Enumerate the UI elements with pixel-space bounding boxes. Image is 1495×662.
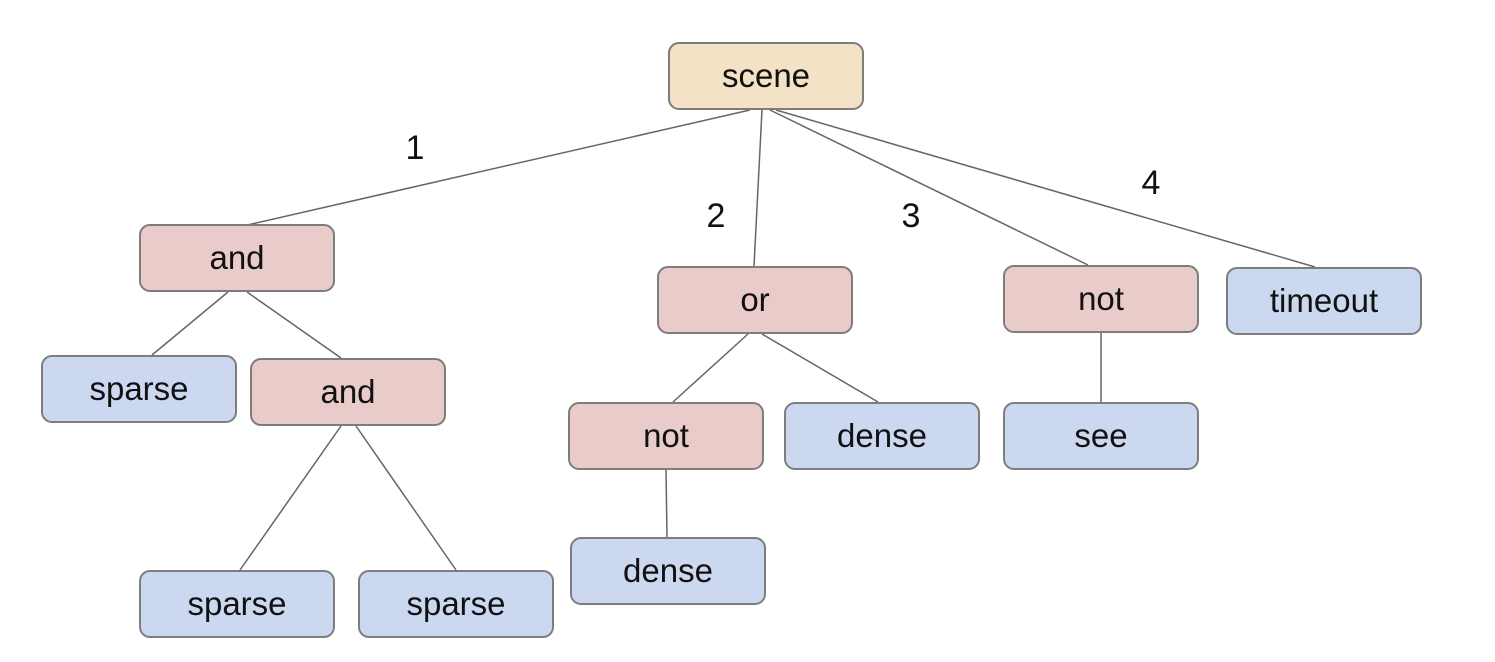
- edge-and2-sparse3: [355, 425, 457, 571]
- edge-scene-and: [242, 109, 751, 227]
- edge-scene-timeout: [775, 109, 1316, 268]
- edge-and-and: [246, 291, 342, 359]
- node-dense-1: dense: [784, 402, 980, 470]
- node-see: see: [1003, 402, 1199, 470]
- node-not-1: not: [568, 402, 764, 470]
- edge-label-1: 1: [405, 129, 425, 167]
- edge-label-4: 4: [1141, 164, 1161, 202]
- node-not-2: not: [1003, 265, 1199, 333]
- node-dense-2: dense: [570, 537, 766, 605]
- edge-and-sparse: [151, 291, 229, 356]
- node-and-1: and: [139, 224, 335, 292]
- node-and-2: and: [250, 358, 446, 426]
- edge-or-dense: [761, 333, 879, 403]
- edge-or-not: [672, 333, 749, 403]
- edge-label-3: 3: [901, 197, 921, 235]
- node-scene: scene: [668, 42, 864, 110]
- edge-not-dense: [665, 469, 668, 538]
- edge-scene-not: [769, 109, 1089, 266]
- node-sparse-2: sparse: [139, 570, 335, 638]
- node-sparse-3: sparse: [358, 570, 554, 638]
- node-or: or: [657, 266, 853, 334]
- edge-and2-sparse2: [239, 425, 342, 571]
- edge-scene-or: [753, 109, 763, 267]
- node-timeout: timeout: [1226, 267, 1422, 335]
- edge-label-2: 2: [706, 197, 726, 235]
- node-sparse-1: sparse: [41, 355, 237, 423]
